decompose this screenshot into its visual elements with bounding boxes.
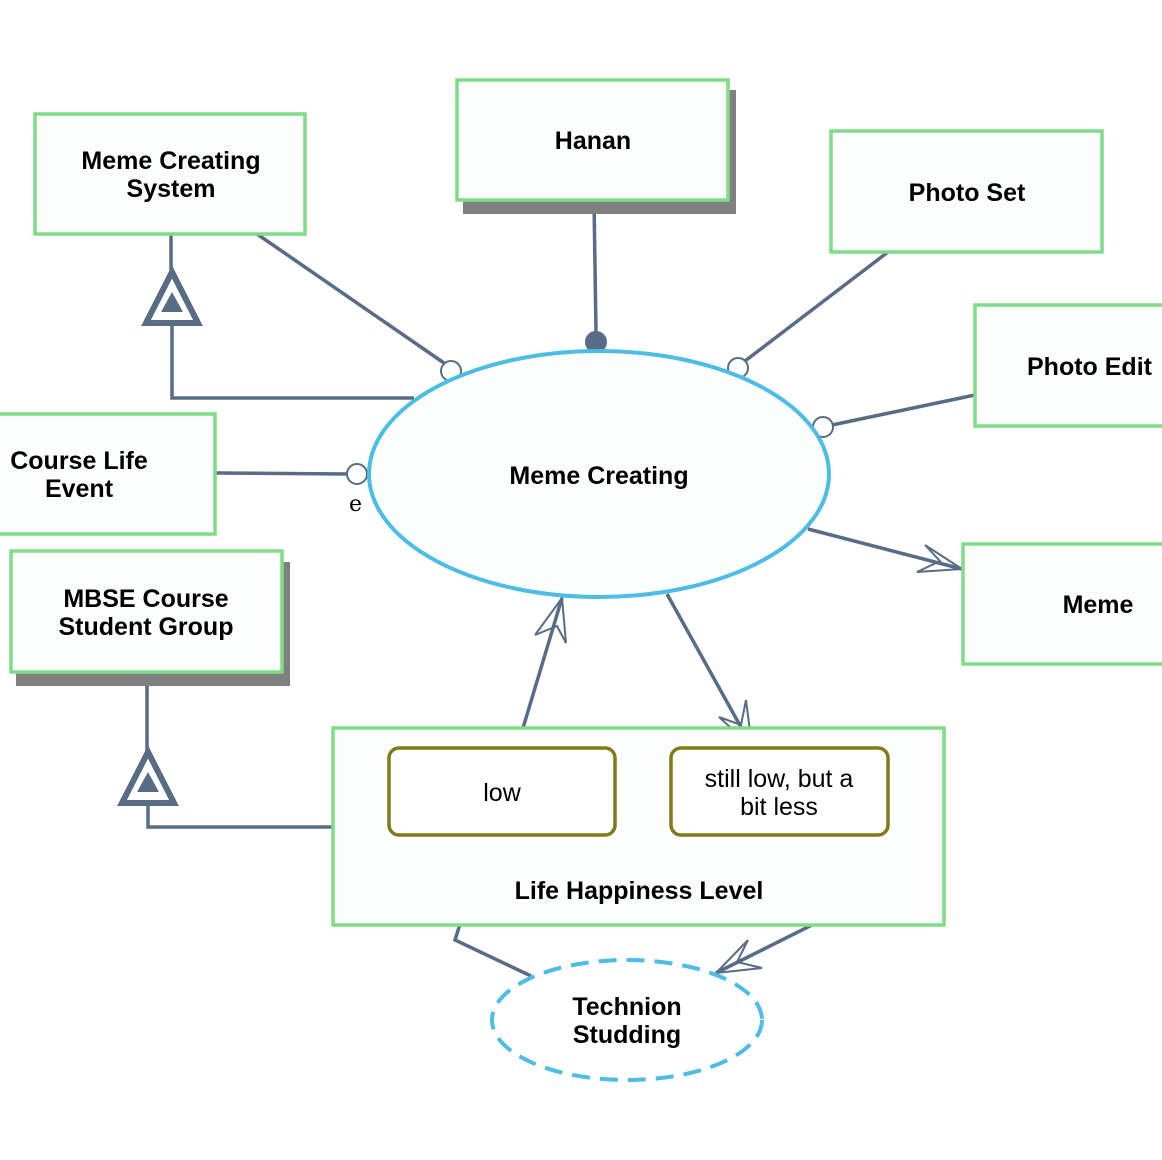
state-label-line2: bit less <box>740 793 818 821</box>
object-hanan[interactable]: Hanan <box>455 78 736 214</box>
link-system-to-process[interactable] <box>256 232 445 365</box>
object-label-line1: Course Life <box>10 447 148 475</box>
link-photoset-to-process[interactable] <box>743 250 890 363</box>
link-end-circle-event <box>346 463 368 485</box>
object-label: Hanan <box>555 127 631 155</box>
object-meme-creating-system[interactable]: Meme Creating System <box>33 112 307 236</box>
links <box>117 199 976 978</box>
object-label: Life Happiness Level <box>515 877 764 905</box>
arrowhead-meme <box>916 544 966 573</box>
link-specialization-group-base[interactable] <box>146 803 333 829</box>
state-label: low <box>483 779 521 807</box>
link-event-to-process[interactable] <box>215 471 349 476</box>
object-course-life-event[interactable]: Course Life Event <box>0 412 217 536</box>
generalization-triangle-group-inner <box>137 772 159 792</box>
object-label-line2: System <box>127 175 216 203</box>
state-low[interactable]: low <box>387 746 617 837</box>
link-specialization-system-base[interactable] <box>170 323 414 400</box>
object-photo-edit[interactable]: Photo Edit <box>973 303 1162 428</box>
arrowhead-technion <box>713 939 763 975</box>
object-label-line1: Meme Creating <box>81 147 260 175</box>
process-meme-creating[interactable]: Meme Creating <box>367 349 831 599</box>
object-label: Meme <box>1063 591 1134 619</box>
process-label: Meme Creating <box>509 462 688 490</box>
object-meme[interactable]: Meme <box>961 542 1162 666</box>
link-process-to-stilllow[interactable] <box>665 593 754 748</box>
object-life-happiness-level[interactable]: Life Happiness Level low still low, but … <box>331 726 946 927</box>
link-end-dot-hanan <box>585 331 607 353</box>
arrowhead-process-from-low <box>534 595 567 644</box>
process-label-line2: Studding <box>573 1021 681 1049</box>
object-label-line2: Student Group <box>59 613 234 641</box>
link-photoedit-to-process[interactable] <box>831 393 976 427</box>
object-mbse-group[interactable]: MBSE Course Student Group <box>9 549 290 686</box>
state-label-line1: still low, but a <box>705 765 854 793</box>
link-hanan-to-process[interactable] <box>592 199 598 333</box>
object-photo-set[interactable]: Photo Set <box>829 129 1104 254</box>
process-technion-studding[interactable]: Technion Studding <box>490 958 764 1082</box>
object-label: Photo Edit <box>1027 353 1153 381</box>
process-label-line1: Technion <box>572 993 681 1021</box>
link-process-to-meme[interactable] <box>807 527 963 571</box>
event-marker: e <box>349 492 362 517</box>
state-still-low[interactable]: still low, but a bit less <box>669 746 890 837</box>
generalization-triangle-system-inner <box>161 292 183 312</box>
link-low-to-process[interactable] <box>515 597 564 749</box>
object-label-line1: MBSE Course <box>63 585 228 613</box>
object-label-line2: Event <box>45 475 114 503</box>
object-label: Photo Set <box>909 179 1026 207</box>
